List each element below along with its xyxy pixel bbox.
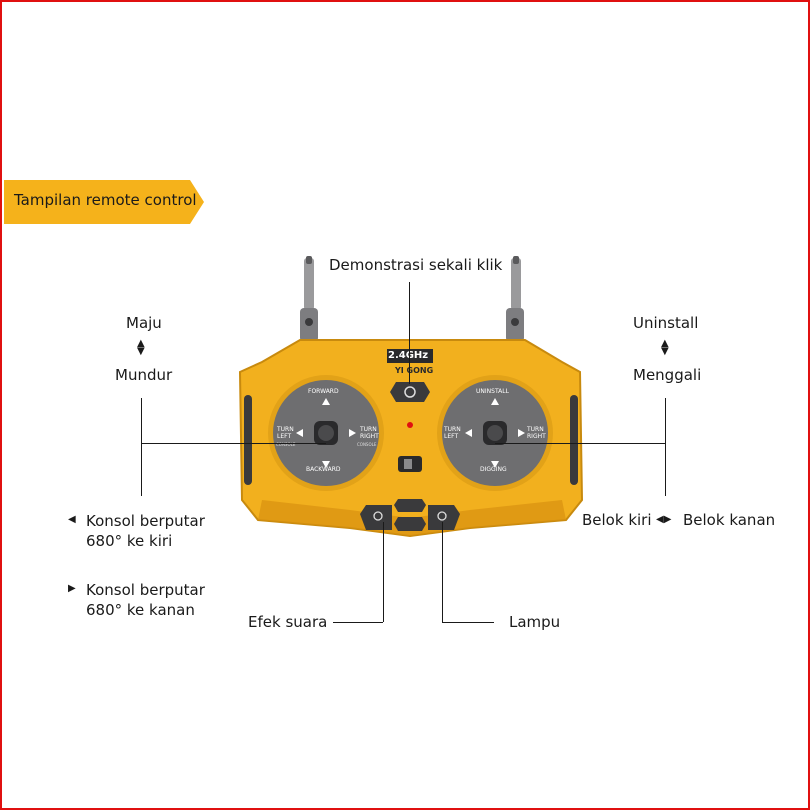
rotate-right-label: Konsol berputar 680° ke kanan: [86, 581, 205, 619]
right-stick-digging: DIGGING: [480, 466, 507, 473]
left-hline: [141, 443, 326, 444]
light-hline: [442, 622, 494, 623]
left-arrow-icon: ◀: [68, 514, 76, 525]
brand-label: YI GONG: [395, 366, 434, 375]
light-vline: [442, 522, 443, 622]
turn-left-label: Belok kiri: [582, 511, 652, 529]
left-grip: [244, 395, 252, 485]
right-up-label: Uninstall: [633, 314, 699, 332]
demo-label: Demonstrasi sekali klik: [329, 256, 503, 274]
left-up-label: Maju: [126, 314, 162, 332]
rotate-left-label: Konsol berputar 680° ke kiri: [86, 512, 205, 550]
left-down-label: Mundur: [115, 366, 173, 384]
left-stick-backward: BACKWARD: [306, 466, 341, 473]
sound-hline: [333, 622, 383, 623]
right-stick-turn-right: TURN RIGHT: [527, 426, 546, 440]
right-down-label: Menggali: [633, 366, 702, 384]
sound-label: Efek suara: [248, 613, 328, 631]
title-tag: Tampilan remote control: [4, 180, 204, 224]
demo-line: [409, 282, 410, 384]
right-stick-plate: [437, 375, 553, 491]
right-antenna: [506, 256, 524, 342]
bottom-button-cluster: [360, 499, 460, 531]
right-grip: [570, 395, 578, 485]
sound-vline: [383, 522, 384, 622]
left-stick-console-left: CONSOLE: [276, 442, 296, 447]
left-stick-turn-left: TURN LEFT: [277, 426, 294, 440]
left-stick-forward: FORWARD: [308, 388, 339, 395]
left-antenna: [300, 256, 318, 342]
power-led: [407, 422, 413, 428]
right-hline: [495, 443, 665, 444]
title-text: Tampilan remote control: [14, 191, 197, 209]
demo-button-shape: [390, 382, 430, 402]
up-down-arrow-icon: ▲▼: [137, 338, 145, 357]
freq-badge: [387, 349, 433, 363]
right-stick-turn-left: TURN LEFT: [444, 426, 461, 440]
light-label: Lampu: [509, 613, 561, 631]
left-stick-console-right: CONSOLE: [357, 442, 377, 447]
up-down-arrow-icon: ▲▼: [661, 338, 669, 357]
freq-label: 2.4GHz: [388, 350, 428, 361]
right-vline: [665, 398, 666, 496]
left-vline: [141, 398, 142, 496]
left-right-arrow-icon: ◀▶: [656, 514, 672, 525]
right-stick-uninstall: UNINSTALL: [476, 388, 509, 395]
left-stick-turn-right: TURN RIGHT: [360, 426, 379, 440]
left-stick-plate: [268, 375, 384, 491]
right-arrow-icon: ▶: [68, 583, 76, 594]
turn-right-label: Belok kanan: [683, 511, 776, 529]
